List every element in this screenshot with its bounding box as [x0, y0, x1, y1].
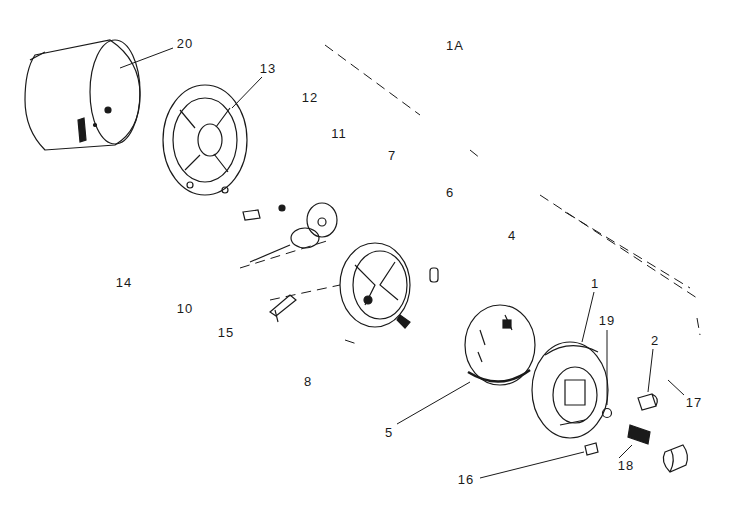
- callout-number: 13: [260, 62, 276, 75]
- rotor-plate: [340, 243, 438, 328]
- callout-number: 7: [388, 149, 396, 162]
- callout-number: 17: [686, 396, 702, 409]
- callout-number: 19: [599, 314, 615, 327]
- callout-number: 14: [116, 276, 132, 289]
- callout-number: 12: [302, 91, 318, 104]
- cam-disc: [465, 305, 535, 385]
- callout-number: 10: [177, 302, 193, 315]
- pin: [585, 443, 598, 455]
- callout-number: 8: [304, 375, 312, 388]
- leader-line: [120, 48, 684, 478]
- callout-number: 1: [591, 277, 599, 290]
- callout-number: 4: [508, 229, 516, 242]
- callout-number: 20: [177, 37, 193, 50]
- small-parts: [243, 203, 337, 322]
- callout-number: 5: [385, 426, 393, 439]
- motor: [25, 40, 140, 150]
- callout-number: 11: [331, 127, 347, 140]
- callout-number: 15: [218, 326, 234, 339]
- callout-number: 18: [618, 459, 634, 472]
- sleeve: [663, 445, 687, 472]
- housing: [532, 342, 608, 438]
- callout-number: 1A: [446, 39, 464, 52]
- axis-line: [240, 45, 700, 345]
- end-plate: [163, 85, 247, 195]
- callout-number: 16: [458, 473, 474, 486]
- callout-number: 6: [446, 186, 454, 199]
- spring: [628, 425, 650, 444]
- screw: [638, 394, 657, 410]
- callout-number: 2: [651, 334, 659, 347]
- o-ring: [603, 409, 612, 418]
